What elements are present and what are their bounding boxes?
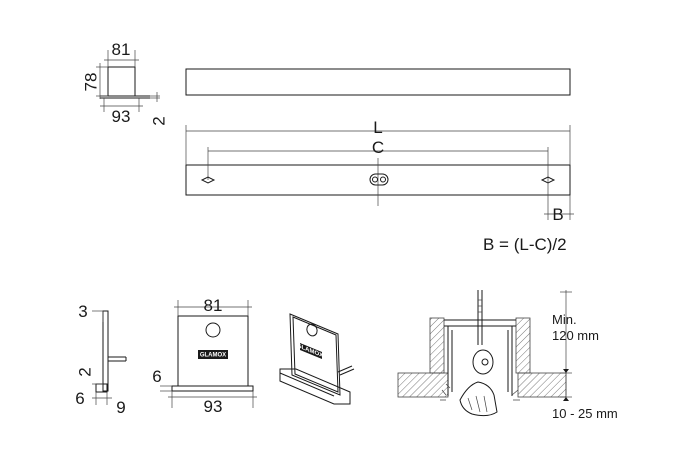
installation-illustration: Min. 120 mm 10 - 25 mm <box>397 290 618 421</box>
front-view: GLAMOX 81 6 93 <box>152 296 257 416</box>
offset-formula: B = (L-C)/2 <box>483 235 567 254</box>
front-dim-width-top: 81 <box>204 296 223 315</box>
dim-width-top: 81 <box>112 40 131 59</box>
perspective-view: GLAMOX <box>279 313 355 405</box>
side-plate <box>102 310 109 392</box>
profile-section-shape <box>107 66 136 97</box>
front-logo-text: GLAMOX <box>200 353 226 359</box>
front-plate-hole <box>205 322 221 338</box>
dim-center-label: C <box>372 138 384 157</box>
dim-top-thickness: 3 <box>78 302 87 321</box>
min-label: Min. <box>552 312 577 327</box>
dim-width-bottom: 93 <box>112 107 131 126</box>
min-value: 120 mm <box>552 328 599 343</box>
dim-mid-value: 2 <box>75 367 94 376</box>
range-value: 10 - 25 mm <box>552 406 618 421</box>
mounting-hole-left <box>200 176 216 184</box>
dim-length-label: L <box>373 118 382 137</box>
long-profile-top <box>185 68 571 96</box>
dim-offset-label: B <box>552 205 563 224</box>
ceiling-left <box>397 372 449 398</box>
tool-hand <box>472 349 494 375</box>
perspective-logo-text: GLAMOX <box>297 342 324 360</box>
long-profile-plate: L C B B = (L-C)/2 <box>185 118 574 254</box>
dim-bottom-right: 9 <box>116 398 125 417</box>
cross-section-small: 81 78 93 2 <box>81 40 168 126</box>
center-connector <box>369 173 389 186</box>
dim-bottom-left: 6 <box>75 389 84 408</box>
ceiling-right <box>517 372 567 398</box>
front-base <box>171 385 254 392</box>
profile-bar-top <box>185 68 571 96</box>
side-section: 3 2 6 9 <box>75 302 127 417</box>
front-dim-width-bottom: 93 <box>204 397 223 416</box>
mounting-hole-right <box>540 176 556 184</box>
front-dim-base-height: 6 <box>152 367 161 386</box>
dim-height-left: 78 <box>81 73 100 92</box>
dim-thickness: 2 <box>149 116 168 125</box>
perspective-plate <box>289 313 341 396</box>
